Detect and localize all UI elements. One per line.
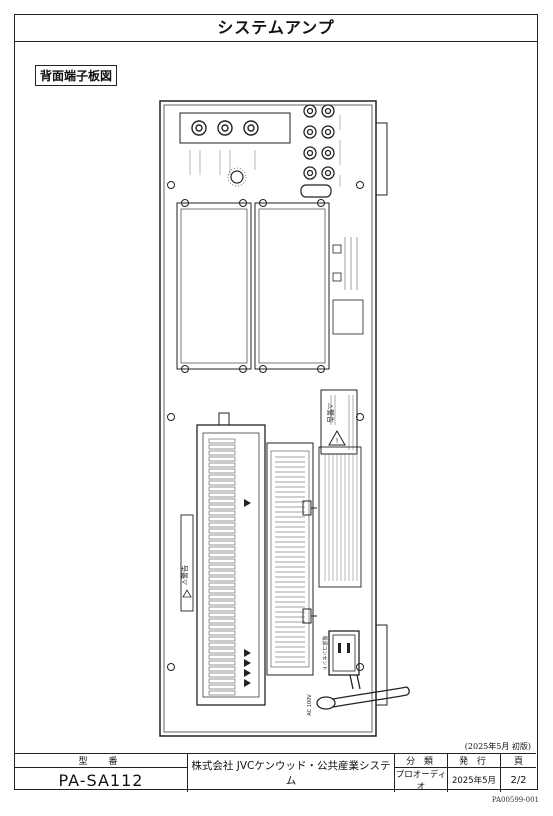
terminal-slot [208,480,236,486]
terminal-3 [243,120,259,136]
terminal-slot [208,504,236,510]
terminal-slot [208,438,236,444]
terminal-slot [208,636,236,642]
terminal-slot [208,552,236,558]
terminal-2 [217,120,233,136]
category-value: プロオーディオ [394,767,448,792]
power-outlet [328,630,360,676]
terminal-slot [208,474,236,480]
terminal-slot [208,600,236,606]
terminal-slot [208,690,236,696]
dip-switches [332,237,358,290]
terminal-slot [208,462,236,468]
terminal-slot [208,546,236,552]
terminal-slot [208,612,236,618]
terminal-slot [208,558,236,564]
warning-title-left: ⚠警告 [180,565,189,585]
option-slot-left [176,199,252,373]
section-label: 背面端子板図 [35,65,118,86]
page-header: 頁 [500,753,536,768]
terminal-slot [208,468,236,474]
option-slot-right [254,199,330,373]
model-header: 型 番 [15,753,188,768]
document-title: システムアンプ [15,15,537,42]
issue-header: 発 行 [447,753,501,768]
terminal-slot [208,564,236,570]
terminal-slot [208,684,236,690]
chassis-inner-outline [163,104,373,733]
terminal-slot [208,678,236,684]
outlet-label: 電源コンセント [321,635,328,670]
warning-label-middle [318,446,362,588]
terminal-slot [208,444,236,450]
terminal-slot [208,606,236,612]
terminal-slot [208,630,236,636]
terminal-slot [208,522,236,528]
terminal-slot [208,534,236,540]
page-number: 2/2 [500,767,536,792]
terminal-slot [208,576,236,582]
chassis-screws [167,181,364,671]
terminal-slot [208,540,236,546]
svg-text:!: ! [336,437,339,445]
terminal-slot [208,594,236,600]
speaker-markers [244,499,251,687]
coax-connectors [302,500,317,624]
model-number: PA-SA112 [15,767,188,792]
terminal-slot [208,450,236,456]
chassis-outline [159,100,377,737]
terminal-board [196,424,266,706]
issue-date: 2025年5月 [447,767,501,792]
terminal-board-bracket [218,412,230,426]
terminal-slot [208,486,236,492]
lower-terminal-strip [266,442,314,676]
terminal-slot [208,618,236,624]
terminal-slot [208,528,236,534]
rating-label-area [332,299,364,335]
title-block: 型 番 株式会社 JVCケンウッド・公共産業システム 分 類 発 行 頁 PA-… [15,753,536,792]
top-terminal-block [179,112,291,144]
terminal-slot [208,570,236,576]
edition-note: (2025年5月 初版) [464,742,531,751]
terminal-slot [208,510,236,516]
terminal-slot [208,492,236,498]
terminal-slot [208,660,236,666]
terminal-1 [191,120,207,136]
warning-label-top: ! [320,389,358,455]
terminal-rows [208,438,236,696]
side-bracket [376,122,388,706]
rear-panel-drawing: ! ⚠警告 [159,100,410,737]
ac-power-cord [316,674,410,710]
document-sheet: システムアンプ 背面端子板図 [14,14,538,792]
terminal-slot [208,624,236,630]
warning-label-left [180,514,194,612]
rca-jacks [303,104,335,180]
speaker-terminals [191,120,259,136]
company-name: 株式会社 JVCケンウッド・公共産業システム [187,753,395,792]
warning-title-top: ⚠警告 [326,403,335,423]
terminal-slot [208,648,236,654]
terminal-slot [208,672,236,678]
terminal-slot [208,456,236,462]
terminal-slot [208,498,236,504]
terminal-slot [208,516,236,522]
document-number: PA00599-001 [491,796,539,804]
rotary-dial [227,167,247,187]
terminal-slot [208,654,236,660]
terminal-slot [208,582,236,588]
category-header: 分 類 [394,753,448,768]
terminal-slot [208,588,236,594]
ac-label: AC 100V [307,694,313,716]
terminal-slot [208,642,236,648]
terminal-slot [208,666,236,672]
